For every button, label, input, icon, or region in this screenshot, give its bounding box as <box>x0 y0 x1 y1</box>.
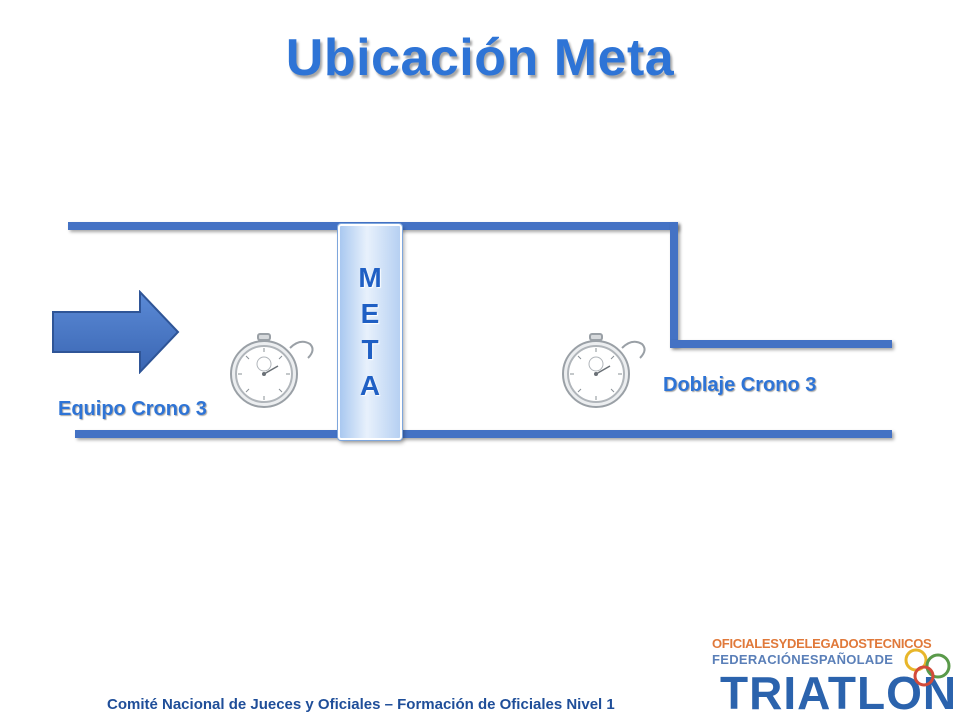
olympic-rings-icon <box>904 648 951 687</box>
stopwatch-icon <box>562 333 646 408</box>
arrow-right-icon <box>52 290 180 374</box>
logo-word: TRIATLON <box>720 667 958 719</box>
logo-line1: OFICIALESYDELEGADOSTECNICOS <box>712 636 932 651</box>
course-bottom-line <box>75 430 892 438</box>
doblaje-crono-label: Doblaje Crono 3 <box>663 374 817 396</box>
finish-banner: M E T A <box>338 224 402 440</box>
course-upper-right-line <box>670 340 892 348</box>
logo-line2: FEDERACIÓNESPAÑOLADE <box>712 652 894 667</box>
finish-letter-a: A <box>359 370 381 401</box>
footer-text: Comité Nacional de Jueces y Oficiales – … <box>107 696 615 713</box>
course-step-line <box>670 222 678 346</box>
slide-title: Ubicación Meta <box>285 29 675 87</box>
stopwatch-icon <box>230 333 314 408</box>
finish-letter-t: T <box>361 334 379 365</box>
equipo-crono-label: Equipo Crono 3 <box>58 398 207 420</box>
triatlon-logo: OFICIALESYDELEGADOSTECNICOS FEDERACIÓNES… <box>712 636 957 720</box>
finish-letter-m: M <box>358 262 382 293</box>
finish-letter-e: E <box>360 298 380 329</box>
